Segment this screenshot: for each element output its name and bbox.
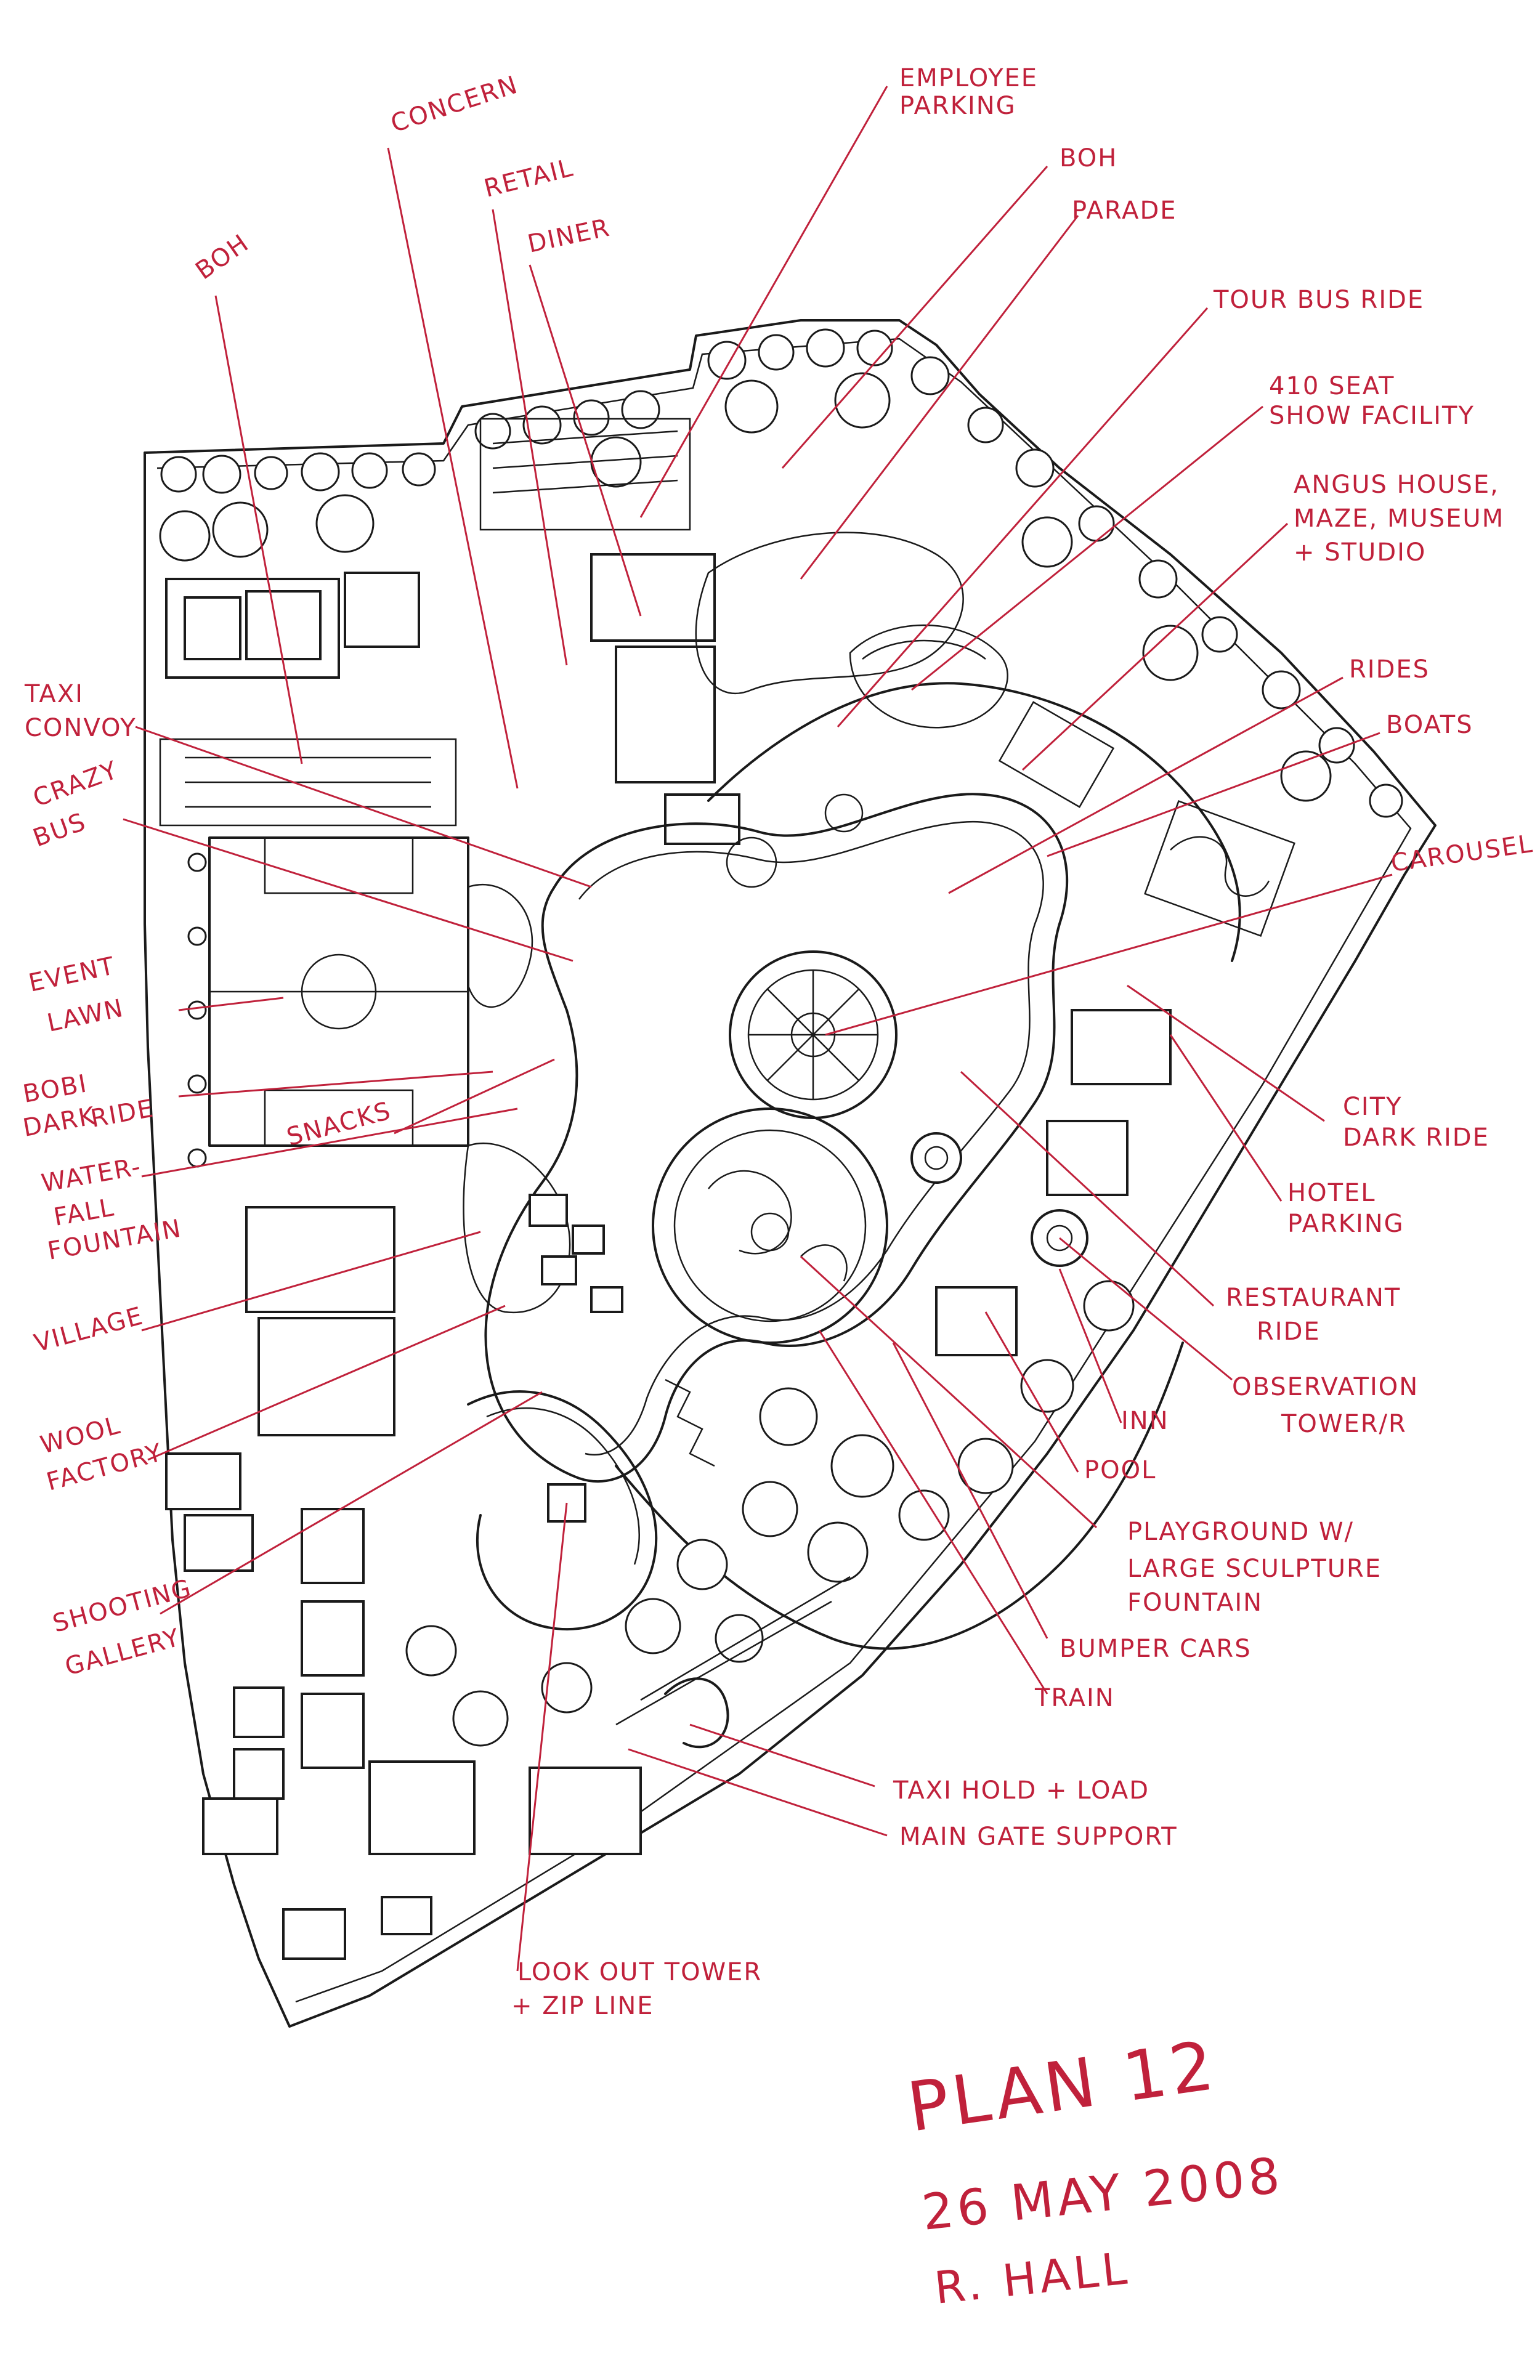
- label-city-dark-ride-1: CITY: [1343, 1093, 1403, 1121]
- label-boh-right: BOH: [1060, 144, 1117, 172]
- label-main-gate: MAIN GATE SUPPORT: [899, 1823, 1178, 1851]
- label-retail: RETAIL: [481, 153, 577, 203]
- plan-author: R. HALL: [932, 2242, 1133, 2314]
- perimeter-trees: [159, 328, 1403, 818]
- label-bumper-cars: BUMPER CARS: [1060, 1635, 1252, 1663]
- label-bobi-2: DARK: [21, 1102, 99, 1143]
- label-boats: BOATS: [1386, 711, 1473, 739]
- label-lookout-1: LOOK OUT TOWER: [517, 1958, 762, 1986]
- west-village: [463, 883, 715, 1631]
- label-hotel-parking-1: HOTEL: [1287, 1179, 1376, 1207]
- label-waterfall-2: FALL: [52, 1193, 117, 1232]
- label-inn: INN: [1121, 1407, 1169, 1435]
- label-playground-3: FOUNTAIN: [1127, 1589, 1263, 1617]
- north-lots: [479, 418, 740, 845]
- label-rides: RIDES: [1349, 655, 1430, 684]
- label-city-dark-ride-2: DARK RIDE: [1343, 1123, 1489, 1152]
- label-bobi-3: RIDE: [89, 1095, 156, 1133]
- label-employee-parking-1: EMPLOYEE: [899, 64, 1038, 92]
- southwest-blocks: [165, 1206, 642, 1960]
- label-shooting-2: GALLERY: [62, 1624, 184, 1682]
- label-show-facility-1: 410 SEAT: [1269, 372, 1395, 400]
- label-concern: CONCERN: [387, 71, 522, 139]
- label-angus-3: + STUDIO: [1294, 538, 1426, 567]
- central-hub: [652, 793, 1088, 1344]
- label-lookout-2: + ZIP LINE: [511, 1992, 654, 2020]
- label-restaurant-ride-1: RESTAURANT: [1226, 1284, 1401, 1312]
- label-event-lawn-2: LAWN: [45, 994, 127, 1038]
- site-boundary: [144, 319, 1437, 2028]
- label-bobi-1: BOBI: [21, 1069, 90, 1109]
- label-diner: DINER: [525, 214, 613, 259]
- label-hotel-parking-2: PARKING: [1287, 1210, 1404, 1238]
- label-boh-left: BOH: [190, 229, 254, 285]
- label-train: TRAIN: [1034, 1684, 1115, 1712]
- label-snacks: SNACKS: [284, 1096, 395, 1151]
- annotation-leaders: [123, 86, 1393, 1972]
- label-angus-1: ANGUS HOUSE,: [1294, 471, 1499, 499]
- west-buildings: [159, 572, 457, 827]
- label-crazy-bus-1: CRAZY: [30, 756, 122, 812]
- label-parade: PARADE: [1072, 196, 1177, 225]
- label-playground-1: PLAYGROUND W/: [1127, 1518, 1354, 1546]
- signature-block: PLAN 12 26 MAY 2008 R. HALL: [903, 2026, 1286, 2314]
- label-waterfall-1: WATER-: [39, 1152, 144, 1198]
- plan-date: 26 MAY 2008: [919, 2147, 1286, 2241]
- label-taxi-convoy-1: TAXI: [24, 680, 84, 708]
- label-village: VILLAGE: [31, 1301, 147, 1358]
- label-show-facility-2: SHOW FACILITY: [1269, 402, 1475, 430]
- label-event-lawn-1: EVENT: [26, 952, 118, 998]
- label-observation-1: OBSERVATION: [1232, 1373, 1419, 1401]
- label-carousel: CAROUSEL: [1389, 830, 1535, 878]
- plan-number: PLAN 12: [903, 2026, 1222, 2147]
- label-employee-parking-2: PARKING: [899, 92, 1016, 120]
- label-angus-2: MAZE, MUSEUM: [1294, 504, 1504, 533]
- label-taxi-hold: TAXI HOLD + LOAD: [893, 1776, 1149, 1805]
- label-observation-2: TOWER/R: [1281, 1410, 1407, 1438]
- label-taxi-convoy-2: CONVOY: [25, 714, 137, 742]
- south-trees: [405, 1280, 1135, 1747]
- label-pool: POOL: [1084, 1456, 1156, 1484]
- label-restaurant-ride-2: RIDE: [1257, 1318, 1321, 1346]
- main-gate: [615, 1576, 851, 1749]
- label-playground-2: LARGE SCULPTURE: [1127, 1555, 1382, 1583]
- northeast-attractions: [695, 532, 1295, 1356]
- label-crazy-bus-2: BUS: [30, 808, 91, 852]
- label-tour-bus-ride: TOUR BUS RIDE: [1213, 286, 1424, 314]
